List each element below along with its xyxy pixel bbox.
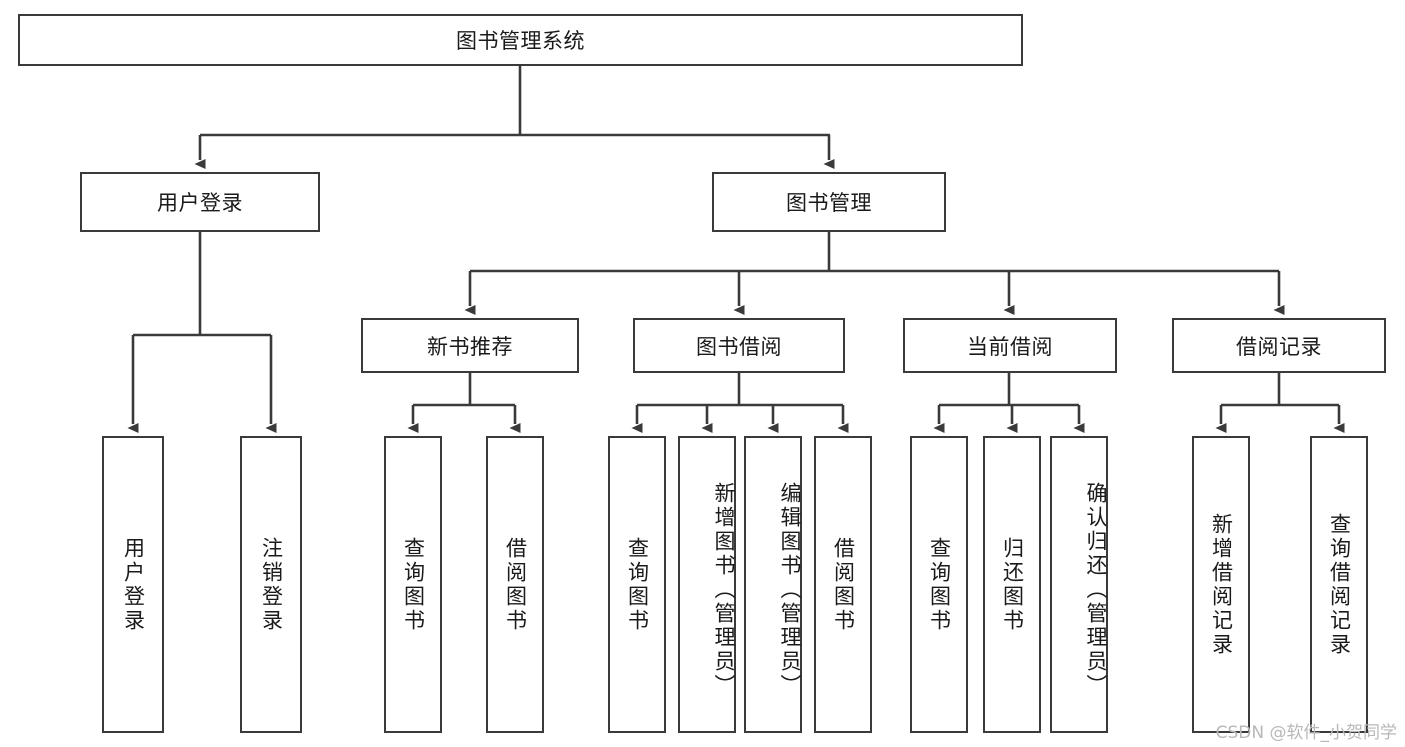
node-leaf-query-borrow-record-label: 查询借阅记录 — [1327, 512, 1352, 657]
node-borrow-record[interactable]: 借阅记录 — [1172, 318, 1386, 373]
node-book-management-label: 图书管理 — [786, 191, 872, 215]
node-new-book-recommend-label: 新书推荐 — [427, 334, 513, 359]
node-root[interactable]: 图书管理系统 — [18, 14, 1023, 66]
node-user-login-label: 用户登录 — [157, 191, 243, 215]
node-borrow-record-label: 借阅记录 — [1236, 334, 1322, 359]
node-leaf-return-book-label: 归还图书 — [1000, 536, 1025, 633]
node-leaf-query-book-borrow[interactable]: 查询图书 — [608, 436, 666, 733]
node-leaf-add-borrow-record-label: 新增借阅记录 — [1209, 512, 1234, 657]
node-leaf-borrow-book[interactable]: 借阅图书 — [814, 436, 872, 733]
node-leaf-edit-book-admin[interactable]: 编辑图书（管理员） — [744, 436, 802, 733]
node-leaf-return-book[interactable]: 归还图书 — [983, 436, 1041, 733]
node-leaf-query-book-borrow-label: 查询图书 — [625, 536, 650, 633]
node-book-management[interactable]: 图书管理 — [712, 172, 946, 232]
node-leaf-query-book-current[interactable]: 查询图书 — [910, 436, 968, 733]
node-root-label: 图书管理系统 — [456, 29, 585, 53]
node-leaf-user-login-label: 用户登录 — [121, 536, 146, 633]
node-user-login[interactable]: 用户登录 — [80, 172, 320, 232]
node-current-borrow-label: 当前借阅 — [967, 334, 1053, 359]
node-leaf-query-book-current-label: 查询图书 — [927, 536, 952, 633]
node-leaf-logout-login[interactable]: 注销登录 — [240, 436, 302, 733]
node-book-borrow[interactable]: 图书借阅 — [633, 318, 845, 373]
node-leaf-add-borrow-record[interactable]: 新增借阅记录 — [1192, 436, 1250, 733]
node-current-borrow[interactable]: 当前借阅 — [903, 318, 1117, 373]
node-leaf-user-login[interactable]: 用户登录 — [102, 436, 164, 733]
node-leaf-borrow-book-label: 借阅图书 — [831, 536, 856, 633]
node-leaf-confirm-return-admin[interactable]: 确认归还（管理员） — [1050, 436, 1108, 733]
node-leaf-query-borrow-record[interactable]: 查询借阅记录 — [1310, 436, 1368, 733]
node-leaf-add-book-admin-label: 新增图书（管理员） — [712, 481, 736, 698]
node-leaf-query-book-rec[interactable]: 查询图书 — [384, 436, 442, 733]
node-leaf-edit-book-admin-label: 编辑图书（管理员） — [778, 481, 802, 698]
node-new-book-recommend[interactable]: 新书推荐 — [361, 318, 579, 373]
node-leaf-confirm-return-admin-label: 确认归还（管理员） — [1084, 481, 1108, 698]
node-leaf-add-book-admin[interactable]: 新增图书（管理员） — [678, 436, 736, 733]
watermark: CSDN @软件_小贺同学 — [1215, 723, 1397, 743]
node-leaf-query-book-rec-label: 查询图书 — [401, 536, 426, 633]
node-leaf-borrow-book-rec[interactable]: 借阅图书 — [486, 436, 544, 733]
node-book-borrow-label: 图书借阅 — [696, 334, 782, 359]
node-leaf-borrow-book-rec-label: 借阅图书 — [503, 536, 528, 633]
node-leaf-logout-login-label: 注销登录 — [259, 536, 284, 633]
